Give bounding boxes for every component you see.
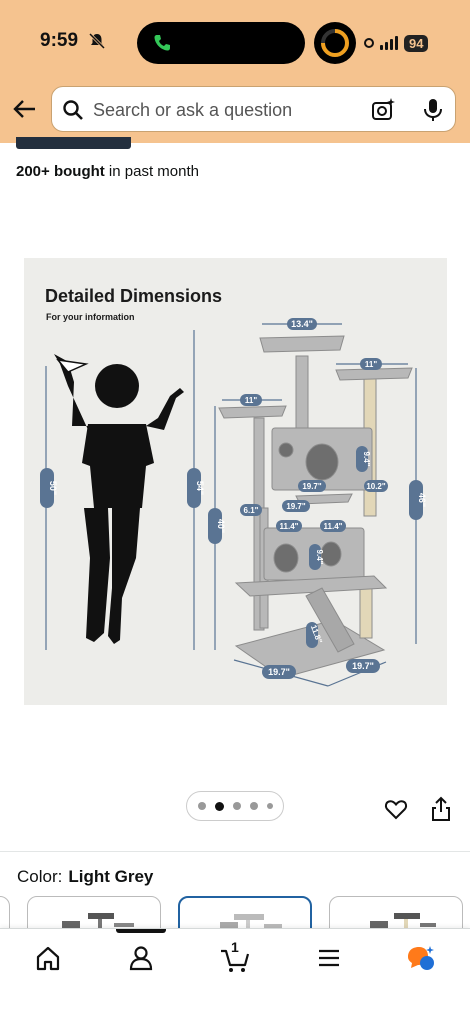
activity-ring: [314, 22, 356, 64]
search-bar[interactable]: [51, 86, 456, 132]
dim-label-left-platform: 11": [245, 396, 257, 405]
battery-indicator: 94: [404, 34, 429, 52]
nav-active-indicator: [116, 929, 166, 933]
dim-label-condo-depth: 10.2": [366, 482, 386, 491]
deal-badge: [16, 137, 131, 149]
dim-label-side-perch: 6.1": [244, 506, 259, 515]
rufus-icon[interactable]: [405, 943, 435, 973]
color-selector-label: Color: Light Grey: [17, 867, 153, 887]
camera-icon[interactable]: [370, 97, 396, 123]
timer-ring-icon: [321, 29, 349, 57]
image-subtitle: For your information: [46, 312, 135, 322]
status-right: 94: [364, 33, 429, 53]
record-dot-icon: [364, 38, 374, 48]
carousel-dot-active[interactable]: [214, 801, 224, 811]
status-time: 9:59: [40, 30, 79, 51]
dim-label-top-right: 11": [365, 360, 377, 369]
dimensions-illustration: 50" 54" 40" 46" 13.4" 11" 11" 19.7" 19.7…: [40, 318, 427, 687]
dynamic-island: [137, 22, 305, 64]
share-icon[interactable]: [430, 796, 452, 822]
color-value: Light Grey: [68, 867, 154, 886]
carousel-dot[interactable]: [266, 803, 273, 809]
bottom-navigation: 1: [0, 928, 470, 1020]
carousel-dot[interactable]: [249, 802, 258, 810]
dim-label-kid-height: 50": [48, 481, 58, 495]
cart-icon: [221, 949, 250, 972]
dim-label-mid-height: 40": [216, 519, 226, 533]
image-title: Detailed Dimensions: [45, 286, 223, 306]
back-arrow-icon[interactable]: [12, 96, 38, 122]
home-icon[interactable]: [33, 943, 63, 973]
account-icon[interactable]: [126, 943, 156, 973]
mic-icon[interactable]: [422, 97, 444, 123]
cart-button[interactable]: 1: [220, 939, 250, 973]
carousel-dot[interactable]: [232, 802, 241, 810]
dim-label-lower-height: 9.4": [315, 550, 324, 565]
child-silhouette: [54, 354, 184, 644]
bought-count-bold: 200+ bought: [16, 163, 105, 180]
carousel-dot[interactable]: [197, 802, 206, 810]
dim-label-lower-w2: 11.4": [324, 522, 343, 531]
cart-count: 1: [231, 939, 239, 955]
search-input[interactable]: [93, 97, 363, 123]
bought-count-rest: in past month: [104, 163, 199, 180]
bought-count: 200+ bought in past month: [16, 163, 199, 180]
color-label: Color:: [17, 867, 63, 886]
search-icon[interactable]: [62, 99, 84, 121]
cat-tree: [218, 335, 413, 679]
signal-icon: [380, 36, 398, 50]
dim-label-lower-w1: 11.4": [280, 522, 299, 531]
dim-label-condo-height: 9.4": [362, 452, 371, 467]
dimension-tags: 50" 54" 40" 46" 13.4" 11" 11" 19.7" 19.7…: [40, 318, 427, 679]
dim-label-top-width: 13.4": [291, 319, 313, 329]
dim-label-hammock-width: 19.7": [286, 502, 306, 511]
phone-icon[interactable]: [152, 33, 172, 53]
dim-label-base-w: 19.7": [268, 667, 290, 677]
heart-icon[interactable]: [384, 797, 408, 821]
top-header: 9:59 94: [0, 0, 470, 143]
menu-icon[interactable]: [314, 943, 344, 973]
dim-label-right-height: 46": [417, 493, 427, 507]
dim-label-total-height: 54": [195, 481, 205, 495]
section-divider: [0, 851, 470, 852]
dim-label-base-d: 19.7": [352, 661, 374, 671]
paper-plane-icon: [56, 358, 89, 373]
product-image[interactable]: 50" 54" 40" 46" 13.4" 11" 11" 19.7" 19.7…: [24, 258, 447, 705]
dim-label-platform-depth: 19.7": [302, 482, 322, 491]
bell-muted-icon: [88, 32, 106, 50]
image-carousel-dots[interactable]: [186, 791, 284, 821]
